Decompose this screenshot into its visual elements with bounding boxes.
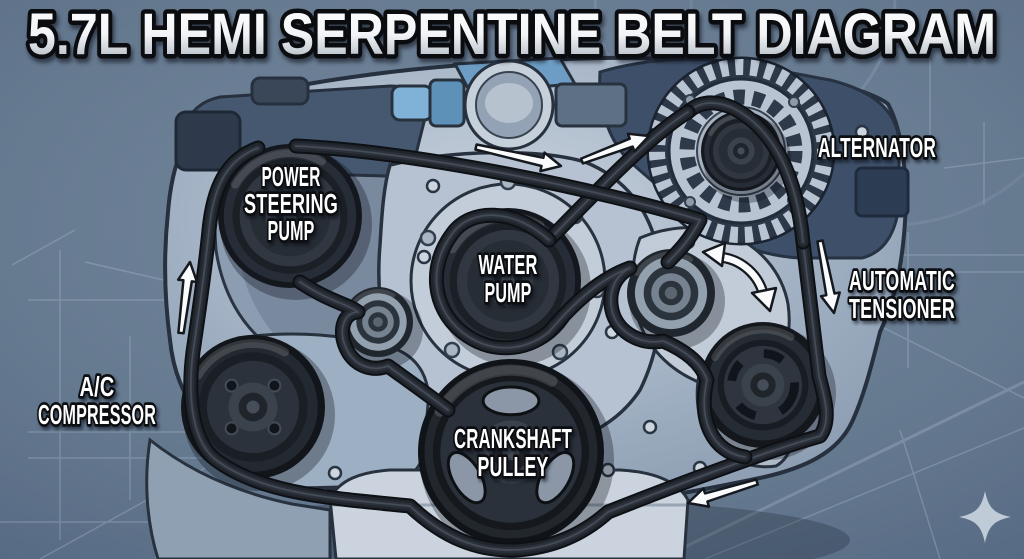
pulleys-layer — [181, 111, 836, 557]
label-water-pump-line-0: WATER — [479, 249, 538, 280]
label-alternator-line-0: ALTERNATOR — [818, 132, 936, 163]
throttle-plate — [485, 83, 533, 123]
arrow-flow-top-right — [474, 143, 563, 173]
label-power-steering-pump-line-0: POWER — [262, 161, 321, 192]
pulley-water-pump — [435, 208, 591, 366]
watermark-layer — [959, 491, 1011, 543]
pulley-crankshaft-pulley — [418, 359, 614, 557]
pulley-tensioner-pulley — [700, 322, 836, 460]
sensor-box — [554, 82, 628, 128]
belt-segment — [292, 274, 456, 418]
label-power-steering-pump-line-1: STEERING — [244, 188, 338, 219]
intake-hose — [390, 84, 434, 122]
label-crankshaft-pulley-line-0: CRANKSHAFT — [454, 423, 572, 454]
label-ac-compressor-line-1: COMPRESSOR — [38, 399, 156, 430]
sparkle-icon — [959, 491, 1011, 543]
label-ac-compressor-line-0: A/C — [80, 371, 115, 402]
reservoir-cap — [174, 110, 242, 172]
serpentine-belt — [183, 95, 834, 558]
labels-layer: POWERSTEERINGPUMPWATERPUMPALTERNATORAUTO… — [35, 129, 957, 485]
label-automatic-tensioner-line-1: TENSIONER — [849, 293, 955, 324]
belt-segment — [680, 95, 811, 250]
belt-segment — [428, 207, 753, 465]
label-crankshaft-pulley-line-1: PULLEY — [478, 451, 549, 482]
label-automatic-tensioner-line-0: AUTOMATIC — [849, 265, 955, 296]
arrow-belt-up-left — [176, 260, 199, 335]
bracket-right — [854, 166, 910, 218]
arrow-tensioner-rotation — [701, 241, 778, 313]
label-alternator: ALTERNATOR — [815, 129, 938, 166]
title-layer: 5.7L HEMI SERPENTINE BELT DIAGRAM — [24, 0, 1001, 72]
label-water-pump-line-1: PUMP — [485, 277, 532, 308]
pulley-idler-small — [343, 287, 423, 369]
belt-segment — [288, 138, 708, 270]
belt-segment — [541, 104, 696, 248]
arrow-to-alternator — [579, 132, 651, 165]
label-power-steering-pump-line-2: PUMP — [268, 215, 315, 246]
arrow-flow-bottom-left — [686, 478, 760, 508]
page-title: 5.7L HEMI SERPENTINE BELT DIAGRAM — [28, 2, 996, 67]
pulley-power-steering-pump — [218, 144, 372, 300]
arrow-down-to-tensioner — [816, 239, 841, 315]
pulley-ac-compressor-pulley — [181, 335, 335, 491]
valve-cover-cap — [250, 76, 310, 106]
intake-elbow — [428, 78, 466, 128]
arrows-layer — [176, 132, 841, 508]
pulley-idler-pulley — [627, 249, 725, 349]
